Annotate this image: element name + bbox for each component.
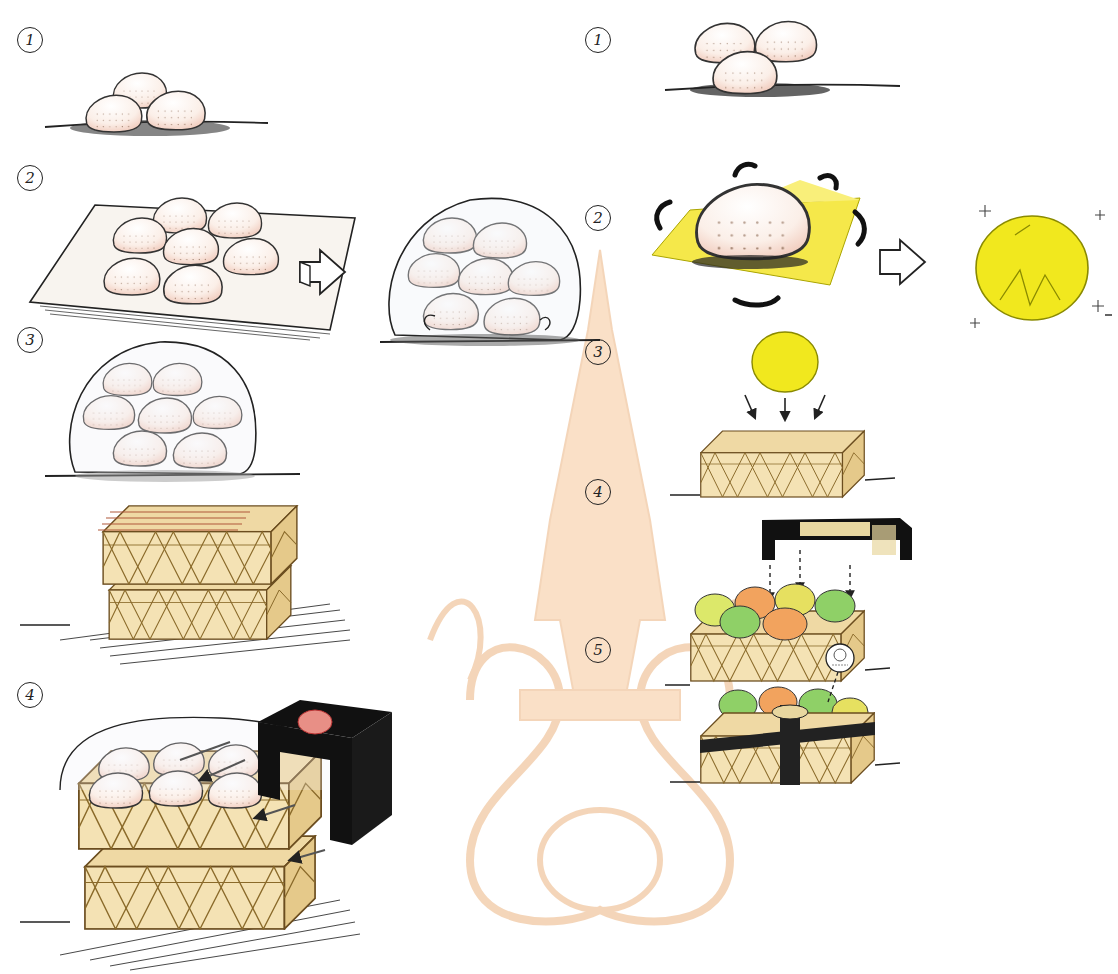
callout-number: 4: [17, 682, 43, 708]
callout-number: 3: [585, 339, 611, 365]
callout-number: 5: [585, 637, 611, 663]
callout-number: 1: [585, 27, 611, 53]
callout-number: 3: [17, 327, 43, 353]
callout-number: 2: [585, 205, 611, 231]
callout-number: 1: [17, 27, 43, 53]
callout-number: 2: [17, 165, 43, 191]
callout-number: 4: [585, 479, 611, 505]
